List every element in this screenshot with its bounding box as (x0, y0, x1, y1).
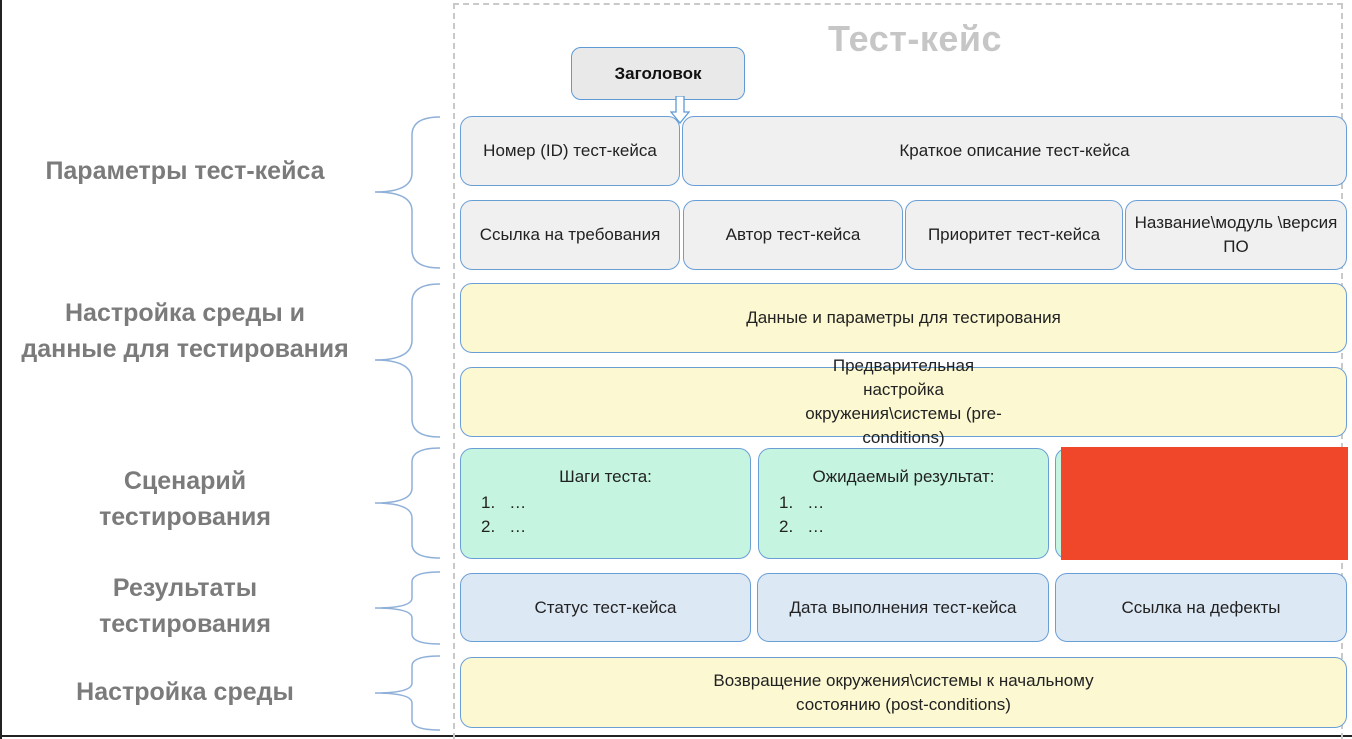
list-text: … (807, 493, 825, 512)
brace-setup-icon (374, 283, 441, 438)
test-case-summary-box: Краткое описание тест-кейса (682, 116, 1347, 186)
list-item: 2. … (481, 515, 730, 539)
diagram-title: Тест-кейс (827, 18, 1003, 59)
list-item: 2. … (779, 515, 1028, 539)
expected-result-box: Ожидаемый результат: 1. … 2. … (758, 448, 1049, 559)
frame-bottom-border (0, 735, 1352, 737)
brace-results-icon (374, 571, 441, 645)
list-text: … (509, 517, 527, 536)
list-text: … (807, 517, 825, 536)
status-box: Статус тест-кейса (460, 573, 751, 642)
defects-link-box: Ссылка на дефекты (1055, 573, 1347, 642)
list-text: … (509, 493, 527, 512)
brace-scenario-icon (374, 447, 441, 559)
test-data-box: Данные и параметры для тестирования (460, 283, 1347, 353)
list-item: 1. … (481, 491, 730, 515)
preconditions-box: Предварительная настройка окружения\сист… (460, 356, 1347, 447)
section-label-scenario: Сценарий тестирования (99, 467, 271, 531)
section-label-setup: Настройка среды и данные для тестировани… (21, 299, 349, 363)
list-item: 1. … (779, 491, 1028, 515)
list-number: 1. (779, 493, 794, 512)
brace-params-icon (374, 116, 441, 269)
frame-left-border (0, 0, 2, 739)
list-number: 2. (779, 517, 794, 536)
module-version-box: Название\модуль \версия ПО (1125, 200, 1347, 270)
brace-teardown-icon (374, 655, 441, 731)
list-number: 1. (481, 493, 496, 512)
test-case-id-box: Номер (ID) тест-кейса (460, 116, 680, 186)
header-callout: Заголовок (571, 47, 745, 100)
list-number: 2. (481, 517, 496, 536)
callout-arrow-icon (670, 96, 690, 124)
expected-result-title: Ожидаемый результат: (812, 467, 995, 486)
test-steps-box: Шаги теста: 1. … 2. … (460, 448, 751, 559)
section-label-teardown: Настройка среды (76, 678, 294, 706)
section-label-results: Результаты тестирования (99, 574, 271, 638)
redaction-block (1061, 447, 1348, 560)
postconditions-box: Возвращение окружения\системы к начально… (460, 657, 1347, 728)
requirements-link-box: Ссылка на требования (460, 200, 680, 270)
section-label-params: Параметры тест-кейса (45, 157, 325, 185)
author-box: Автор тест-кейса (683, 200, 903, 270)
test-steps-title: Шаги теста: (559, 467, 652, 486)
execution-date-box: Дата выполнения тест-кейса (757, 573, 1049, 642)
priority-box: Приоритет тест-кейса (905, 200, 1123, 270)
